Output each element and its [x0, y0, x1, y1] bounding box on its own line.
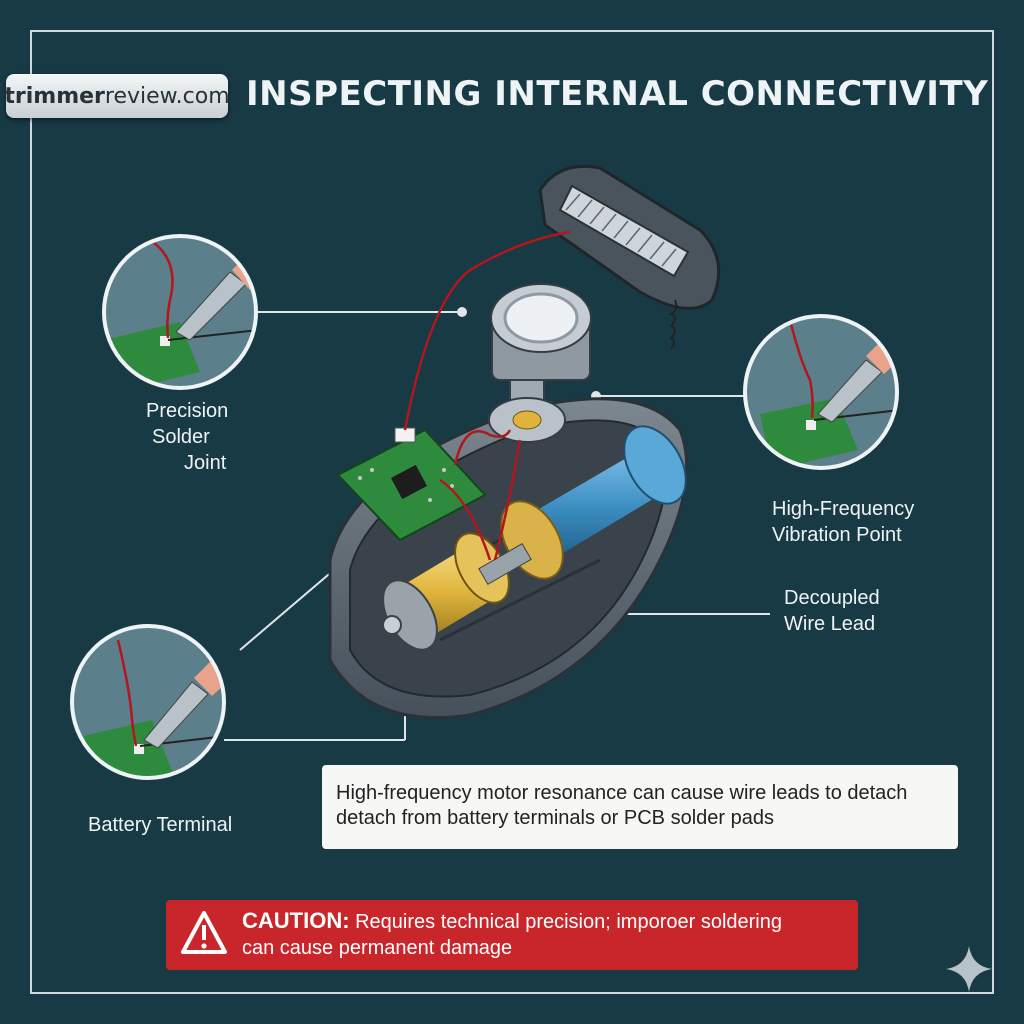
callout-precision-solder: Precision Solder Joint [146, 398, 228, 476]
vibration-cam [488, 283, 592, 443]
soldering-iron-icon [175, 240, 256, 341]
info-note-box: High-frequency motor resonance can cause… [322, 765, 958, 849]
caution-line2: can cause permanent damage [242, 937, 513, 959]
callout-vibration-point: High-Frequency Vibration Point [772, 496, 914, 548]
callout-vibration-line1: High-Frequency [772, 498, 915, 520]
wire-leads [403, 230, 571, 561]
sparkle-icon [946, 946, 992, 992]
control-pcb [336, 427, 487, 542]
border-frame [30, 30, 994, 994]
warning-triangle-icon [181, 911, 227, 954]
page-title: INSPECTING INTERNAL CONNECTIVITY [246, 74, 989, 114]
note-line1: High-frequency motor resonance can cause… [336, 782, 908, 804]
site-logo-main: trimmer [4, 83, 105, 109]
callout-precision-solder-line1: Precision [146, 400, 229, 422]
callout-wire-lead: Decoupled Wire Lead [784, 585, 880, 637]
caution-banner: CAUTION: Requires technical precision; i… [166, 900, 858, 970]
callout-precision-solder-line3: Joint [184, 452, 227, 474]
callout-battery-terminal: Battery Terminal [88, 814, 233, 836]
battery-cell [500, 425, 687, 580]
cutter-head [538, 164, 721, 349]
callout-wire-line2: Wire Lead [784, 613, 876, 635]
callout-wire-line1: Decoupled [784, 587, 880, 609]
note-line2: detach from battery terminals or PCB sol… [336, 807, 774, 829]
caution-label: CAUTION: [242, 908, 350, 933]
zoom-circle-battery-terminal [70, 624, 226, 780]
site-logo-tail: review.com [104, 83, 230, 109]
callout-vibration-line2: Vibration Point [772, 524, 902, 546]
callout-precision-solder-line2: Solder [152, 426, 210, 448]
zoom-circle-vibration-point [743, 314, 899, 470]
drive-motor [382, 532, 532, 651]
zoom-circle-precision-solder [102, 234, 258, 390]
caution-line1: Requires technical precision; imporoer s… [349, 911, 782, 933]
